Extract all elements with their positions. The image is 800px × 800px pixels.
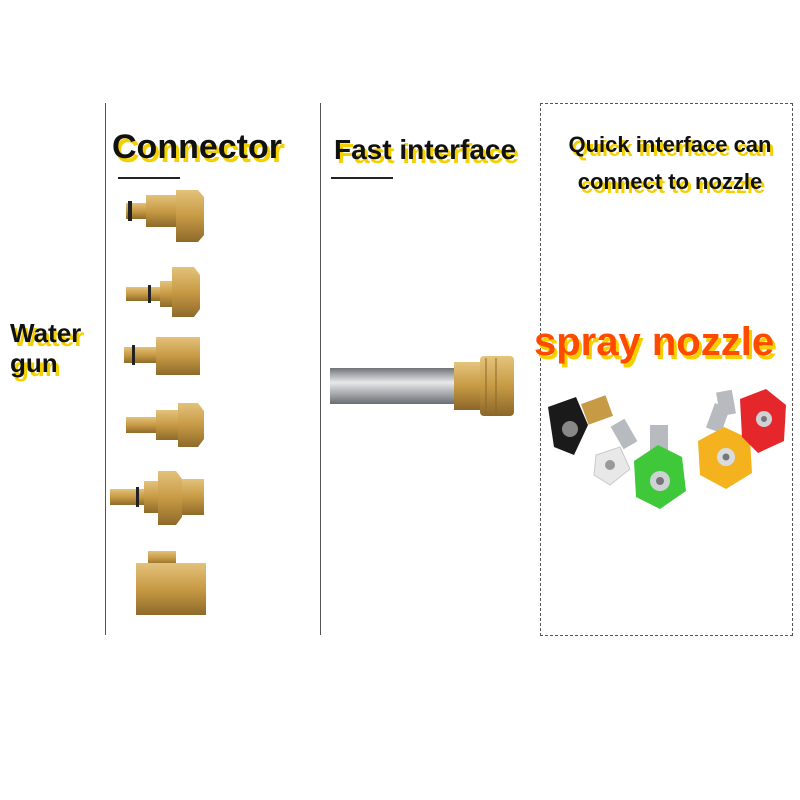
brass-connector-icon — [126, 190, 204, 242]
connector-underline — [118, 177, 180, 179]
brass-connector-icon — [136, 551, 206, 615]
green-nozzle — [634, 425, 686, 509]
brass-connector-icon — [126, 267, 200, 317]
middle-divider — [320, 103, 321, 635]
water-gun-label-line1: Water — [10, 318, 82, 348]
connector-heading: Connector — [112, 128, 282, 166]
spray-nozzle-heading: spray nozzle — [534, 320, 775, 364]
connector-images — [110, 190, 206, 615]
nozzle-panel — [540, 103, 793, 636]
white-nozzle — [593, 418, 638, 486]
left-divider — [105, 103, 106, 635]
red-nozzle — [716, 389, 786, 453]
black-nozzle — [548, 395, 613, 455]
brass-connector-icon — [110, 471, 204, 525]
quick-interface-line2: connect to nozzle — [577, 169, 763, 194]
brass-connector-icon — [126, 403, 204, 447]
fast-interface-underline — [331, 177, 393, 179]
fast-interface-heading: Fast interface — [334, 134, 517, 165]
water-gun-label: Water gun — [10, 318, 81, 378]
quick-interface-line1: Quick interface can — [568, 132, 772, 157]
water-gun-label-line2: gun — [10, 348, 58, 378]
wand-image — [330, 356, 514, 416]
brass-connector-icon — [124, 337, 200, 375]
yellow-nozzle — [698, 403, 752, 489]
nozzle-images — [548, 389, 786, 509]
quick-interface-note: Quick interface can connect to nozzle — [548, 126, 792, 200]
